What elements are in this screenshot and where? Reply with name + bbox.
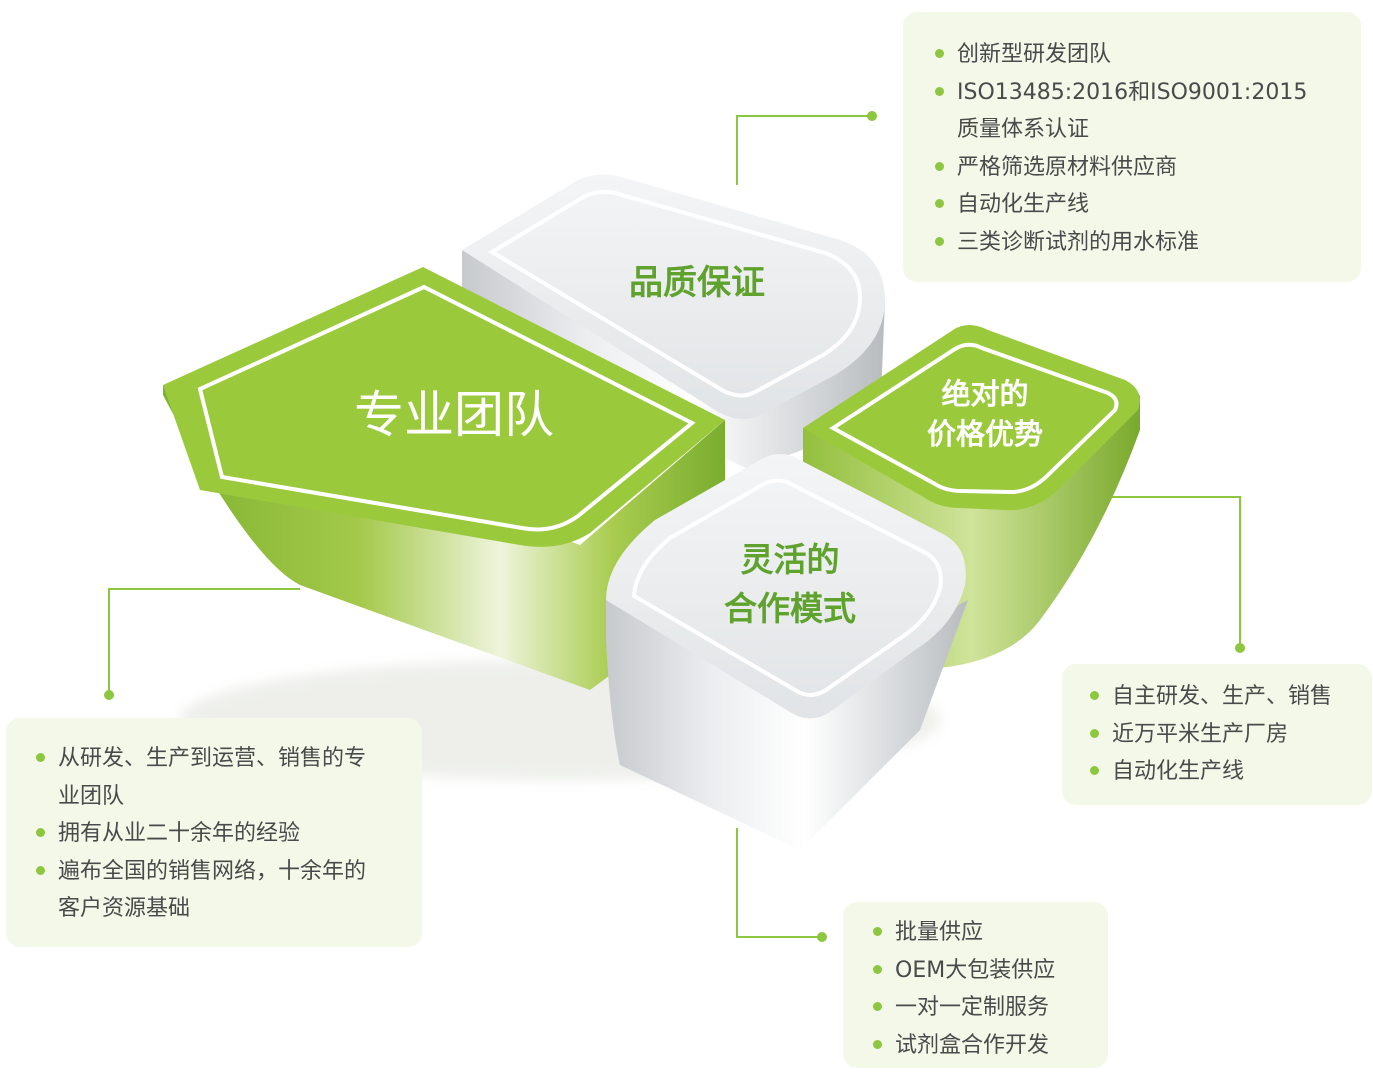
- list-item-text: OEM大包装供应: [895, 957, 1056, 983]
- bullet-icon: [36, 753, 45, 762]
- list-item-text: 严格筛选原材料供应商: [957, 154, 1178, 180]
- list-item-text: 质量体系认证: [957, 117, 1090, 142]
- list-item-text: 自主研发、生产、销售: [1112, 684, 1333, 709]
- block-quality-top: [462, 174, 885, 419]
- list-item-text: 拥有从业二十余年的经验: [58, 821, 301, 846]
- block-team-frame: [197, 284, 696, 532]
- connector-dot-quality: [867, 111, 877, 121]
- info-list-price: 自主研发、生产、销售 近万平米生产厂房 自动化生产线: [1090, 678, 1362, 791]
- bullet-icon: [935, 236, 944, 246]
- bullet-icon: [873, 1002, 882, 1011]
- list-item-text: 遍布全国的销售网络，十余年的: [58, 858, 367, 884]
- list-item-text: 业团队: [58, 783, 125, 809]
- list-item-text: 自动化生产线: [957, 192, 1090, 217]
- block-price-top: [803, 325, 1140, 511]
- list-item: 一对一定制服务: [873, 989, 1098, 1027]
- block-coop: 灵活的 合作模式: [606, 454, 968, 850]
- connector-dots: [104, 111, 1245, 942]
- block-coop-label-line1: 灵活的: [741, 540, 840, 579]
- bullet-icon: [935, 161, 944, 171]
- bullet-icon: [36, 865, 45, 875]
- connector-lines: [108, 115, 1241, 938]
- list-item: 近万平米生产厂房: [1090, 716, 1362, 754]
- connector-dot-coop: [817, 932, 827, 942]
- bullet-icon: [873, 1039, 882, 1049]
- info-list-team: 从研发、生产到运营、销售的专 业团队 拥有从业二十余年的经验 遍布全国的销售网络…: [36, 740, 412, 928]
- info-box-price: 自主研发、生产、销售 近万平米生产厂房 自动化生产线: [1062, 664, 1372, 805]
- list-item-text: 自动化生产线: [1112, 759, 1245, 784]
- block-quality-frame: [488, 189, 863, 398]
- info-box-quality: 创新型研发团队 ISO13485:2016和ISO9001:2015 质量体系认…: [903, 12, 1361, 282]
- info-box-coop: 批量供应 OEM大包装供应 一对一定制服务 试剂盒合作开发: [843, 902, 1108, 1068]
- block-coop-frame: [631, 478, 943, 697]
- connector-quality: [736, 115, 872, 185]
- list-item-text: 客户资源基础: [58, 896, 191, 921]
- list-item: 从研发、生产到运营、销售的专: [36, 740, 412, 778]
- info-box-team: 从研发、生产到运营、销售的专 业团队 拥有从业二十余年的经验 遍布全国的销售网络…: [6, 718, 422, 947]
- block-team-top: [163, 267, 725, 547]
- connector-dot-price: [1235, 643, 1245, 653]
- list-item: 批量供应: [873, 914, 1098, 952]
- list-item: 三类诊断试剂的用水标准: [935, 224, 1341, 262]
- block-coop-top: [606, 454, 966, 719]
- connector-price: [1102, 496, 1241, 648]
- bullet-icon: [935, 86, 944, 96]
- list-item: 拥有从业二十余年的经验: [36, 815, 412, 853]
- block-price-label-line2: 价格优势: [927, 417, 1043, 451]
- list-item-text: 批量供应: [895, 920, 984, 945]
- block-coop-label-line2: 合作模式: [724, 589, 856, 628]
- list-item-text: 创新型研发团队: [957, 42, 1112, 67]
- list-item: 遍布全国的销售网络，十余年的: [36, 853, 412, 891]
- list-item: OEM大包装供应: [873, 952, 1098, 990]
- list-item: 创新型研发团队: [935, 36, 1341, 74]
- block-price: 绝对的 价格优势: [803, 325, 1140, 668]
- bullet-icon: [935, 199, 944, 208]
- list-item-text: 三类诊断试剂的用水标准: [957, 229, 1200, 255]
- bullet-icon: [873, 964, 882, 974]
- list-item-text: ISO13485:2016和ISO9001:2015: [957, 79, 1308, 105]
- connector-team: [108, 588, 300, 695]
- list-item-text: 近万平米生产厂房: [1112, 721, 1289, 747]
- list-item: 自动化生产线: [935, 186, 1341, 224]
- block-team: 专业团队: [163, 267, 725, 690]
- bullet-icon: [1090, 766, 1099, 775]
- info-list-coop: 批量供应 OEM大包装供应 一对一定制服务 试剂盒合作开发: [873, 914, 1098, 1064]
- block-quality: 品质保证: [462, 174, 885, 470]
- block-quality-label: 品质保证: [629, 263, 765, 303]
- list-item-continuation: 质量体系认证: [935, 111, 1341, 149]
- list-item-text: 从研发、生产到运营、销售的专: [58, 746, 367, 771]
- list-item: 自动化生产线: [1090, 753, 1362, 791]
- connector-dot-team: [104, 690, 114, 700]
- block-team-label: 专业团队: [354, 386, 554, 444]
- bullet-icon: [1090, 691, 1099, 700]
- bullet-icon: [935, 49, 944, 58]
- block-price-frame: [829, 342, 1119, 495]
- list-item-continuation: 客户资源基础: [36, 890, 412, 928]
- block-price-label-line1: 绝对的: [941, 377, 1028, 411]
- info-list-quality: 创新型研发团队 ISO13485:2016和ISO9001:2015 质量体系认…: [935, 36, 1341, 261]
- list-item: 自主研发、生产、销售: [1090, 678, 1362, 716]
- list-item-continuation: 业团队: [36, 778, 412, 816]
- bullet-icon: [1090, 728, 1099, 738]
- list-item: 试剂盒合作开发: [873, 1027, 1098, 1065]
- connector-coop: [736, 828, 822, 938]
- list-item: ISO13485:2016和ISO9001:2015: [935, 74, 1341, 112]
- list-item-text: 一对一定制服务: [895, 995, 1050, 1020]
- list-item: 严格筛选原材料供应商: [935, 149, 1341, 187]
- bullet-icon: [873, 927, 882, 936]
- list-item-text: 试剂盒合作开发: [895, 1032, 1050, 1058]
- bullet-icon: [36, 828, 45, 837]
